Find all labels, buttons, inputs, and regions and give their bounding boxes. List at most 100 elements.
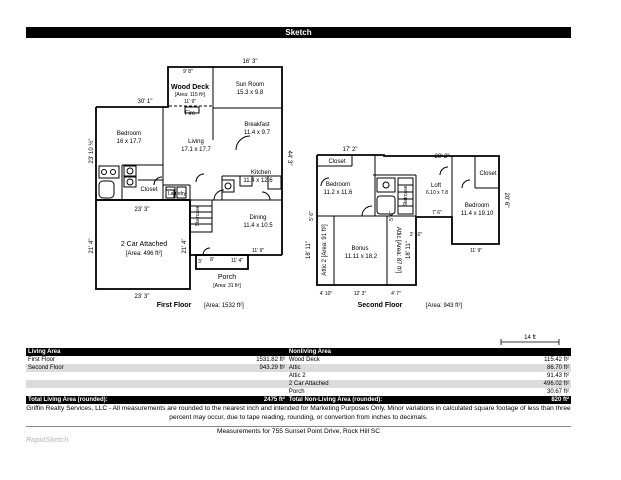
dim-ff-garage-right: 21' 4" [182, 239, 188, 254]
sf-loft-size: 6.10 x 7.8 [426, 190, 448, 196]
dim-sf-right: 20' 6" [503, 193, 509, 208]
dim-sf-bottom-a: 4' 10" [320, 291, 333, 297]
nonliving-value: 496.02 ft² [505, 380, 571, 388]
nonliving-area-header: Nonliving Area [286, 348, 571, 356]
dim-sf-left: 18' 11" [306, 241, 312, 259]
sun-room-size: 15.3 x 9.8 [237, 90, 264, 96]
bedroom-size: 16 x 17.7 [117, 139, 142, 145]
table-row: Second Floor 943.29 ft² Attic 86.70 ft² [26, 364, 571, 372]
sf-bonus-size: 11.11 x 18.2 [345, 254, 378, 260]
dim-sf-mid: 18' 11" [406, 241, 412, 259]
living-name: First Floor [28, 357, 55, 363]
nonliving-name: Attic 2 [288, 373, 306, 379]
dim-sf-loft-b: 3' 10" [410, 232, 423, 238]
dim-ff-top: 16' 3" [243, 59, 258, 65]
garage-area: [Area: 496 ft²] [126, 251, 163, 257]
nonliving-value: 86.70 ft² [505, 364, 571, 372]
sf-bonus-label: Bonus [351, 246, 368, 252]
total-nonliving-value: 820 ft² [505, 396, 571, 404]
breakfast-size: 11.4 x 9.7 [244, 130, 271, 136]
table-row: 2 Car Attached 496.02 ft² [26, 380, 571, 388]
kitchen-label: Kitchen [251, 170, 271, 176]
living-label: Living [188, 139, 204, 145]
table-row: First Floor 1531.82 ft² Wood Deck 115.42… [26, 356, 571, 364]
wood-deck-dim-bottom: 11' 9" [184, 99, 196, 105]
kitchen-size: 11.4 x 12.6 [243, 178, 273, 184]
porch-label: Porch [218, 274, 236, 281]
fire-label: Fire [185, 111, 196, 117]
dim-sf-bottom-b: 12' 3" [354, 291, 367, 297]
living-value: 1531.82 ft² [256, 357, 285, 363]
sf-bedroom-right-size: 11.4 x 19.10 [461, 211, 494, 217]
staircase-label: Staircase [195, 205, 201, 226]
first-floor-area: [Area: 1532 ft²] [204, 303, 244, 309]
sf-loft-label: Loft [431, 183, 441, 189]
sf-bedroom-left-size: 11.2 x 11.6 [324, 190, 353, 196]
living-value: 943.29 ft² [213, 364, 287, 372]
second-floor-area: [Area: 943 ft²] [426, 303, 463, 309]
dim-ff-garage-left: 21' 4" [89, 239, 95, 254]
living-name [26, 372, 214, 380]
dim-ff-porch-mid: 8' [210, 257, 214, 263]
dining-label: Dining [249, 215, 266, 221]
dim-ff-left-top: 30' 1" [138, 99, 153, 105]
dim-sf-top-left: 17' 2" [343, 147, 358, 153]
sf-closet-right-label: Closet [479, 171, 496, 177]
second-floor-label: Second Floor [358, 302, 403, 309]
total-nonliving-label: Total Non-Living Area (rounded): [286, 396, 506, 404]
nonliving-name: Attic [286, 364, 506, 372]
living-name [26, 380, 214, 388]
dim-ff-garage-top: 23' 3" [135, 207, 150, 213]
nonliving-name: 2 Car Attached [286, 380, 506, 388]
table-row: Attic 2 91.43 ft² [26, 372, 571, 380]
sf-closet-left-label: Closet [328, 159, 345, 165]
nonliving-value: 30.67 ft² [546, 389, 569, 395]
sf-bedroom-left-label: Bedroom [326, 182, 350, 188]
area-summary-table: Living Area Nonliving Area First Floor 1… [26, 348, 571, 404]
living-size: 17.1 x 17.7 [181, 147, 211, 153]
garage-label: 2 Car Attached [121, 241, 167, 248]
nonliving-name: Wood Deck [288, 357, 320, 363]
sun-room-label: Sun Room [236, 82, 264, 88]
living-value [213, 380, 287, 388]
scale-label: 14 ft [524, 335, 536, 341]
dim-sf-small-b: 5' 6" [389, 211, 395, 221]
sketch-title-bar: Sketch [26, 27, 571, 38]
dim-ff-dining-bottom: 11' 9" [252, 248, 264, 254]
dim-sf-loft-a: 7' 6" [432, 210, 442, 216]
rapidsketch-logo: RapidSketch [26, 437, 69, 444]
living-name [26, 388, 214, 396]
sf-staircase-label: Staircase [403, 185, 409, 206]
nonliving-name: Porch [288, 389, 305, 395]
table-total-row: Total Living Area (rounded): 2475 ft² To… [26, 396, 571, 404]
dim-ff-left-side: 23' 10 ½" [88, 139, 95, 164]
dining-size: 11.4 x 10.5 [243, 223, 273, 229]
dim-sf-small-a: 5' 6" [309, 211, 315, 221]
first-floor-label: First Floor [157, 302, 192, 309]
living-name: Second Floor [26, 364, 214, 372]
table-row: Porch 30.67 ft² [26, 388, 571, 396]
total-living-value: 2475 ft² [213, 396, 287, 404]
living-value [214, 372, 287, 380]
sf-attic-label: Attic [Area: 87 ft²] [395, 227, 401, 274]
laundry-label: Laundry [168, 191, 187, 197]
disclaimer-text: Griffin Realty Services, LLC - All measu… [26, 405, 571, 421]
dim-sf-top-right: 29' 2" [435, 154, 450, 160]
dim-sf-bottom-right: 11' 9" [470, 248, 482, 254]
closet-label: Closet [140, 187, 157, 193]
porch-area: [Area: 31 ft²] [213, 283, 241, 289]
nonliving-value: 91.43 ft² [546, 373, 569, 379]
dim-ff-porch-right: 11' 4" [231, 258, 243, 264]
nonliving-value: 115.42 ft² [544, 357, 569, 363]
wood-deck-label: Wood Deck [171, 84, 209, 91]
living-value [214, 388, 287, 396]
wood-deck-area: [Area: 115 ft²] [175, 92, 206, 98]
total-living-label: Total Living Area (rounded): [26, 396, 214, 404]
table-header-row: Living Area Nonliving Area [26, 348, 571, 356]
dim-ff-right: 44' 3" [286, 151, 292, 166]
dim-ff-garage-bottom: 23' 3" [135, 294, 150, 300]
dim-sf-bottom-c: 4' 7" [391, 291, 401, 297]
floor-plan-drawing: Wood Deck [Area: 115 ft²] 9' 8" 11' 9" S… [88, 59, 560, 345]
sf-bedroom-right-label: Bedroom [465, 203, 489, 209]
wood-deck-dim-top: 9' 8" [183, 69, 193, 75]
